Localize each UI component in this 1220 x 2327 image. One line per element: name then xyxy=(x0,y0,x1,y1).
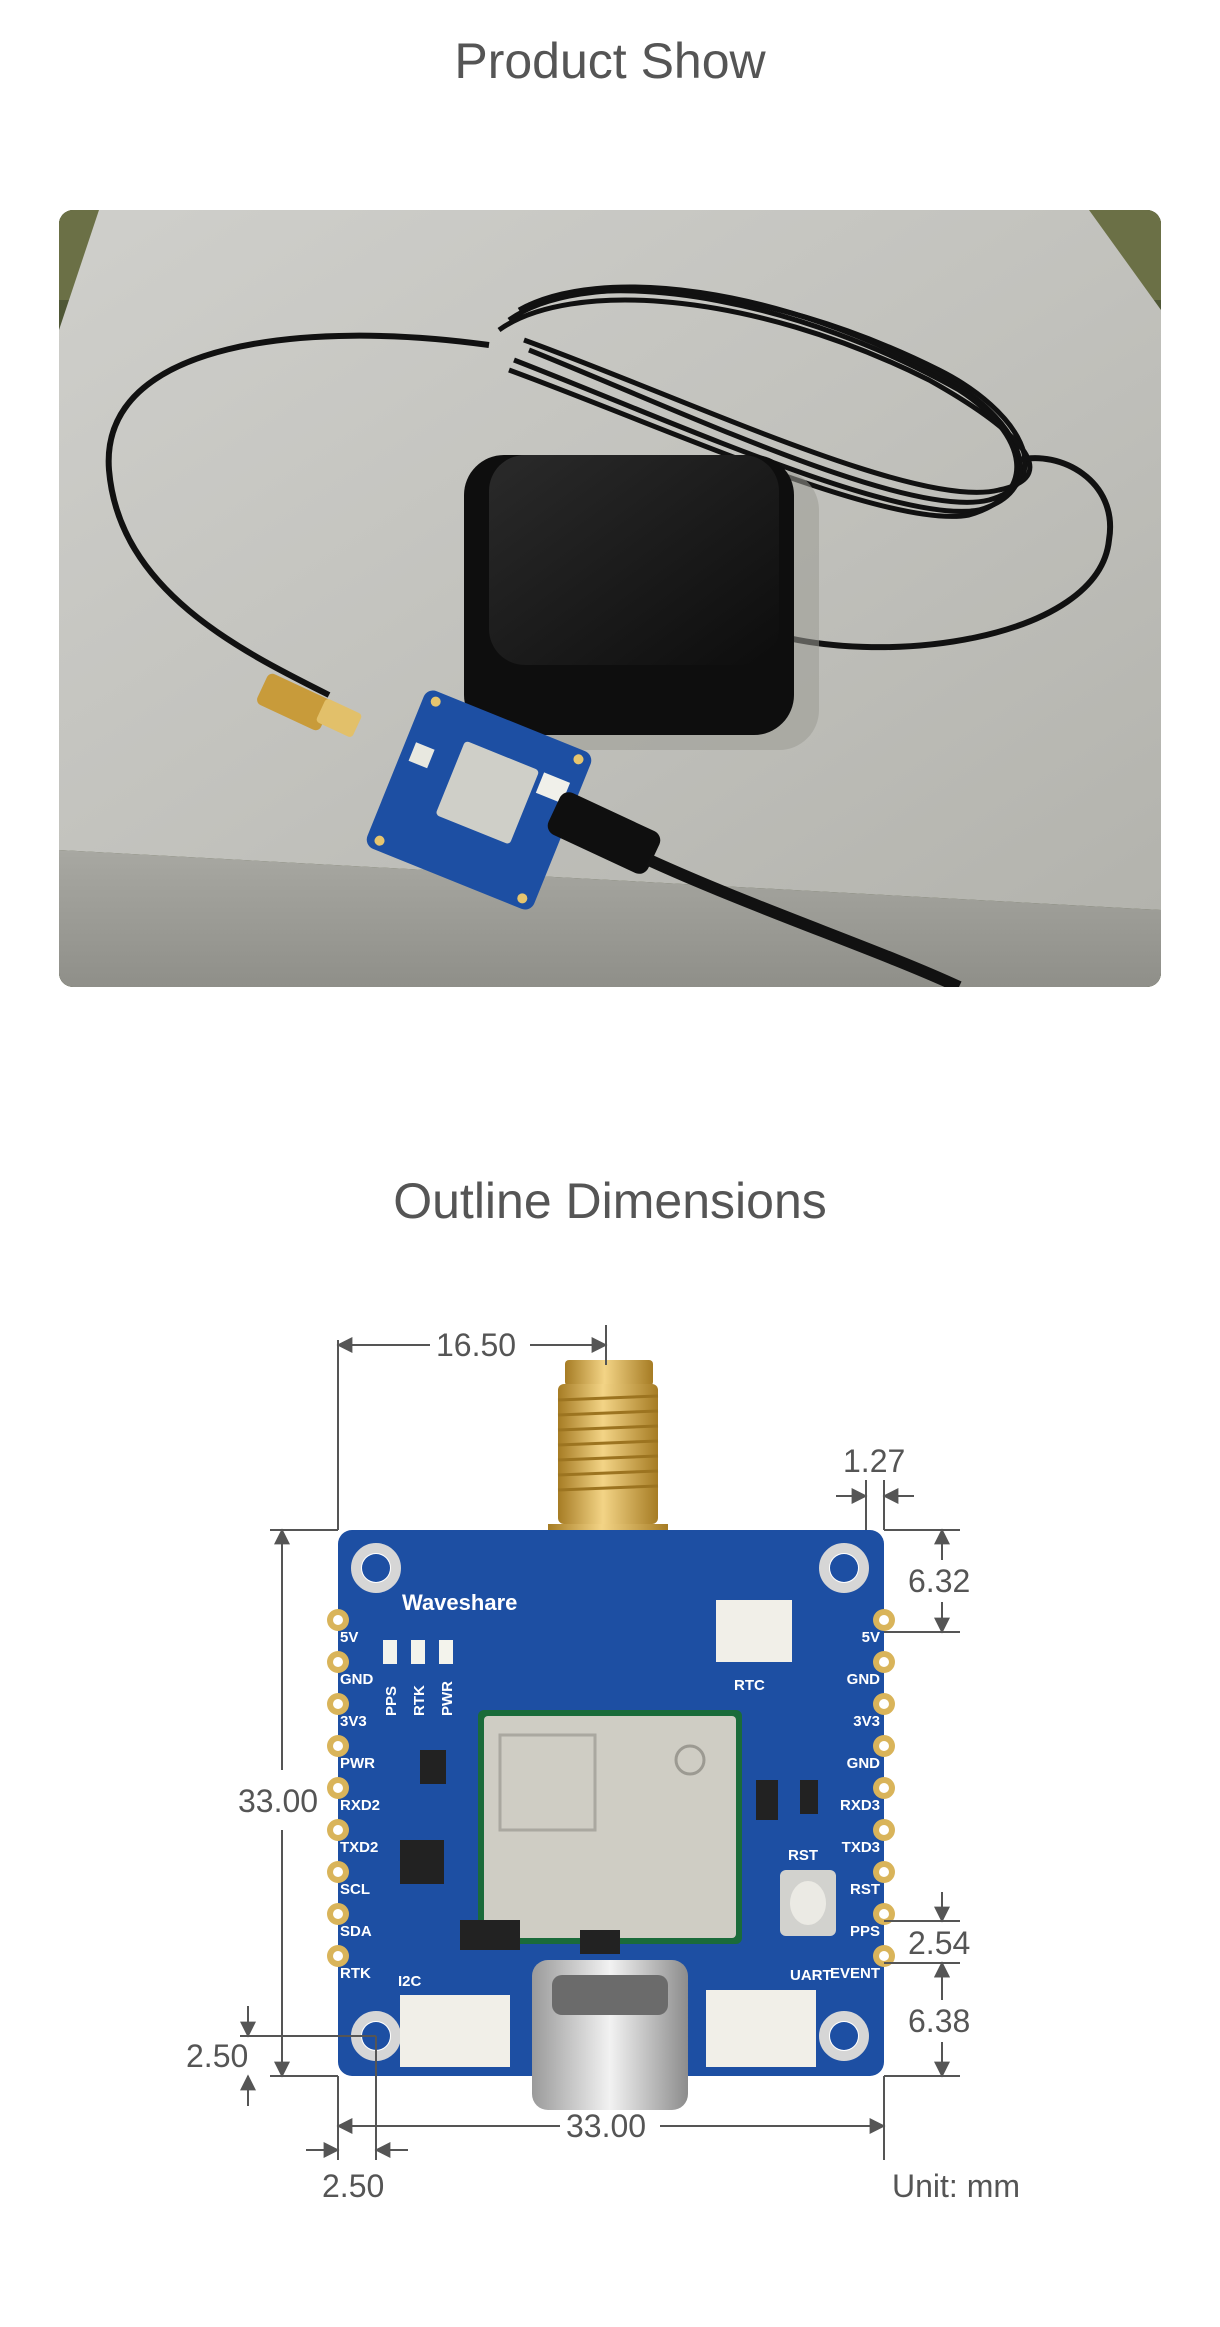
left-pin-hole xyxy=(333,1867,343,1877)
right-pin-hole xyxy=(879,1783,889,1793)
left-pin-hole xyxy=(333,1657,343,1667)
right-pin-label: RXD3 xyxy=(840,1797,880,1814)
led-label: PPS xyxy=(383,1686,400,1716)
dim-pin-pitch-top: 1.27 xyxy=(843,1443,905,1479)
left-pin-label: SDA xyxy=(340,1923,372,1940)
left-pin-hole xyxy=(333,1783,343,1793)
right-pin-label: 3V3 xyxy=(853,1713,880,1730)
right-pin-hole xyxy=(879,1741,889,1751)
status-led xyxy=(411,1640,425,1664)
i2c-label: I2C xyxy=(398,1973,422,1990)
dim-hole-offset-x: 2.50 xyxy=(322,2168,384,2204)
product-show-title: Product Show xyxy=(454,33,766,89)
board-brand-label: Waveshare xyxy=(402,1590,517,1615)
left-pin-hole xyxy=(333,1909,343,1919)
right-pin-hole xyxy=(879,1615,889,1625)
right-pin-hole xyxy=(879,1825,889,1835)
led-label: PWR xyxy=(439,1681,456,1716)
right-pin-hole xyxy=(879,1951,889,1961)
dim-pin-pitch: 2.54 xyxy=(908,1925,970,1961)
uart-label: UART xyxy=(790,1967,832,1984)
left-pin-label: RTK xyxy=(340,1965,371,1982)
left-pin-label: TXD2 xyxy=(340,1839,378,1856)
left-pin-label: SCL xyxy=(340,1881,370,1898)
right-pin-label: 5V xyxy=(862,1629,880,1646)
right-pin-label: EVENT xyxy=(830,1965,880,1982)
right-pin-label: TXD3 xyxy=(842,1839,880,1856)
right-pin-label: GND xyxy=(847,1671,881,1688)
rst-label: RST xyxy=(788,1847,818,1864)
left-pin-label: 3V3 xyxy=(340,1713,367,1730)
status-led xyxy=(383,1640,397,1664)
i2c-connector xyxy=(400,1995,510,2067)
left-pin-hole xyxy=(333,1615,343,1625)
dim-antenna-offset: 16.50 xyxy=(436,1327,516,1363)
left-pin-hole xyxy=(333,1825,343,1835)
status-led xyxy=(439,1640,453,1664)
product-photo xyxy=(59,210,1161,987)
uart-connector xyxy=(706,1990,816,2067)
left-pin-label: 5V xyxy=(340,1629,358,1646)
dim-top-to-pin: 6.32 xyxy=(908,1563,970,1599)
dim-height: 33.00 xyxy=(238,1783,318,1819)
right-pin-label: GND xyxy=(847,1755,881,1772)
rtc-connector xyxy=(716,1600,792,1662)
right-pin-hole xyxy=(879,1657,889,1667)
left-pin-hole xyxy=(333,1699,343,1709)
left-pin-label: RXD2 xyxy=(340,1797,380,1814)
unit-label: Unit: mm xyxy=(892,2168,1020,2204)
left-pin-hole xyxy=(333,1951,343,1961)
led-label: RTK xyxy=(411,1685,428,1716)
dim-width: 33.00 xyxy=(566,2108,646,2144)
right-pin-hole xyxy=(879,1909,889,1919)
dim-bottom-to-pin: 6.38 xyxy=(908,2003,970,2039)
right-pin-label: PPS xyxy=(850,1923,880,1940)
outline-dimensions-title: Outline Dimensions xyxy=(393,1173,827,1229)
right-pin-hole xyxy=(879,1867,889,1877)
rtc-label: RTC xyxy=(734,1677,765,1694)
left-pin-hole xyxy=(333,1741,343,1751)
left-pin-label: PWR xyxy=(340,1755,375,1772)
right-pin-hole xyxy=(879,1699,889,1709)
right-pin-label: RST xyxy=(850,1881,880,1898)
dim-hole-offset-y: 2.50 xyxy=(186,2038,248,2074)
left-pin-label: GND xyxy=(340,1671,374,1688)
